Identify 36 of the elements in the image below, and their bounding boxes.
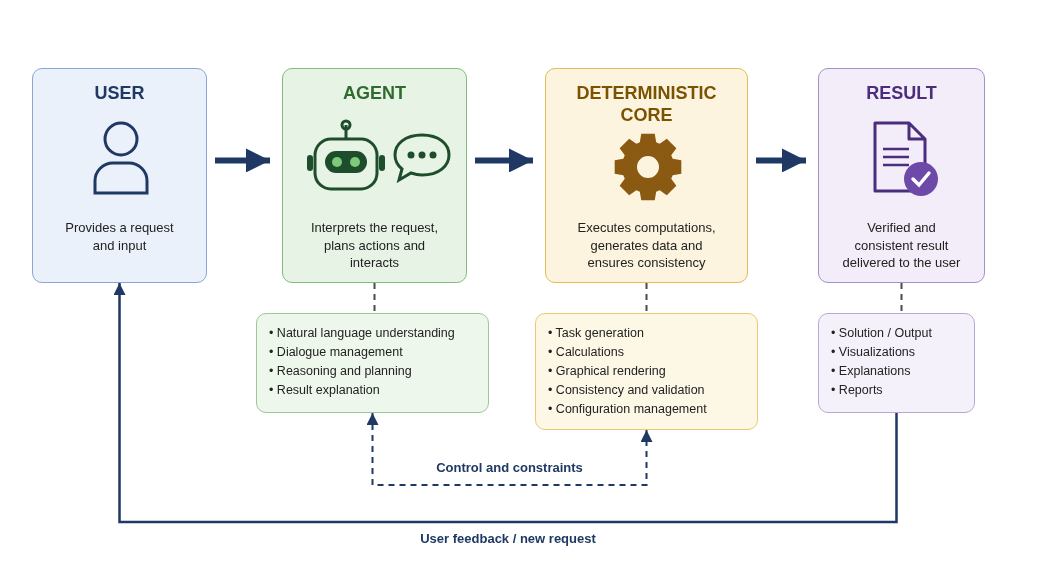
feature-list-panel — [256, 313, 489, 413]
arrow — [756, 148, 806, 173]
list-item: • Configuration management — [548, 401, 708, 418]
double-arrow — [366, 412, 653, 486]
feature-list-panel — [535, 313, 758, 430]
list-item: • Reports — [831, 382, 884, 399]
list-item: • Result explanation — [269, 382, 381, 399]
dashed-connector — [900, 282, 903, 314]
list-item: • Task generation — [548, 325, 645, 342]
card-title: DETERMINISTIC CORE — [575, 83, 718, 127]
list-item: • Solution / Output — [831, 325, 933, 342]
dashed-connector — [645, 282, 648, 314]
card-description: Verified and consistent result delivered to the user — [841, 219, 962, 272]
process-card — [282, 68, 467, 283]
arrow — [113, 283, 898, 524]
card-description: Provides a request and input — [64, 219, 175, 255]
card-title: RESULT — [866, 83, 937, 105]
process-card — [545, 68, 748, 283]
process-card — [32, 68, 207, 283]
arrow — [475, 148, 533, 173]
process-card — [818, 68, 985, 283]
list-item: • Graphical rendering — [548, 363, 667, 380]
list-item: • Dialogue management — [269, 344, 404, 361]
card-title: USER — [94, 83, 145, 105]
card-description: Executes computations, generates data and ensures consistency — [576, 219, 717, 272]
list-item: • Consistency and validation — [548, 382, 706, 399]
list-item: • Explanations — [831, 363, 912, 380]
card-title: AGENT — [343, 83, 406, 105]
feature-list-panel — [818, 313, 975, 413]
list-item: • Reasoning and planning — [269, 363, 413, 380]
dashed-connector — [373, 282, 376, 314]
arrow — [215, 148, 270, 173]
list-item: • Calculations — [548, 344, 625, 361]
list-item: • Natural language understanding — [269, 325, 456, 342]
list-item: • Visualizations — [831, 344, 917, 361]
card-description: Interprets the request, plans actions and interacts — [309, 219, 440, 272]
